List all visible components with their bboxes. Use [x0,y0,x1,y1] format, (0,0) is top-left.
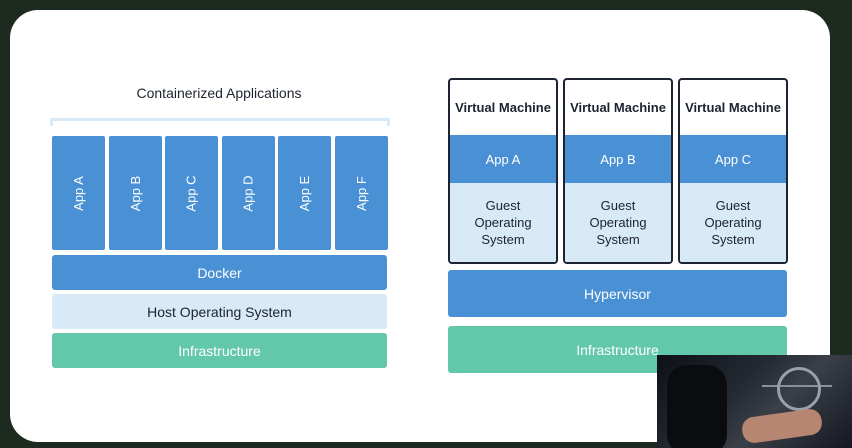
container-app-a: App A [52,136,105,250]
container-app-c: App C [165,136,218,250]
virtual-machine-3: Virtual Machine App C Guest Operating Sy… [678,78,788,264]
vm-title: Virtual Machine [685,100,781,115]
containerized-caption: Containerized Applications [136,85,302,101]
vm-app: App A [450,135,556,183]
host-os-layer: Host Operating System [52,294,387,329]
webcam-overlay [657,355,852,448]
vm-title: Virtual Machine [570,100,666,115]
infrastructure-layer-left: Infrastructure [52,333,387,368]
virtual-machine-2: Virtual Machine App B Guest Operating Sy… [563,78,673,264]
apps-bracket [50,118,390,126]
container-app-f: App F [335,136,388,250]
vm-app: App C [680,135,786,183]
vm-guest-os: Guest Operating System [680,183,786,262]
container-app-d: App D [222,136,275,250]
hypervisor-layer: Hypervisor [448,270,787,317]
docker-layer: Docker [52,255,387,290]
container-app-b: App B [109,136,162,250]
vm-guest-os: Guest Operating System [450,183,556,262]
video-feed-icon [777,367,821,411]
vm-title: Virtual Machine [455,100,551,115]
virtual-machine-1: Virtual Machine App A Guest Operating Sy… [448,78,558,264]
video-hand-shape [740,407,824,445]
vm-app: App B [565,135,671,183]
video-sleeve-shape [667,365,727,448]
container-app-e: App E [278,136,331,250]
vm-guest-os: Guest Operating System [565,183,671,262]
